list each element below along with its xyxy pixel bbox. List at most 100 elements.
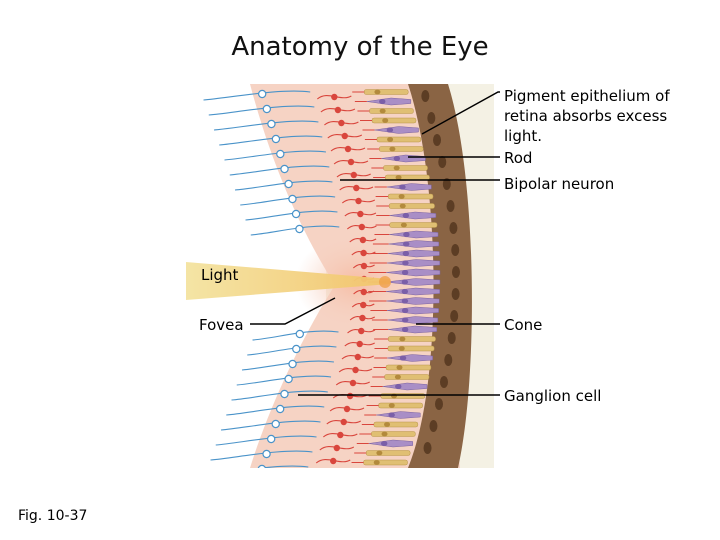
ganglion-axon (208, 105, 315, 116)
ganglion-axon (226, 405, 325, 416)
ganglion-axon (220, 420, 321, 431)
pigment-nucleus (446, 200, 455, 212)
pigment-cells (421, 90, 460, 454)
ganglion-axon (252, 330, 339, 341)
cone-nucleus (399, 184, 406, 190)
cone-cell (382, 382, 428, 391)
rod-nucleus (388, 403, 395, 408)
cone-nucleus (399, 355, 407, 361)
cone-nucleus (401, 307, 409, 314)
cone-cell (366, 97, 412, 106)
cone-nucleus (401, 279, 409, 285)
bipolar-soma (346, 392, 354, 400)
ganglion-axon (224, 150, 327, 161)
rod-cell (385, 174, 430, 181)
cone-cell (385, 278, 441, 286)
rod-nucleus (396, 365, 403, 370)
bipolar-soma (330, 457, 337, 465)
rod-nucleus (394, 374, 401, 380)
rod-cell (363, 89, 409, 95)
bipolar-soma (356, 340, 363, 348)
pigment-nucleus (429, 420, 438, 432)
rod-nucleus (400, 222, 407, 228)
bipolar-soma (347, 158, 355, 166)
ganglion-soma (288, 359, 297, 369)
ganglion-soma (271, 134, 281, 144)
ganglion-axon (234, 180, 333, 191)
ganglion-soma (284, 179, 293, 189)
cone-cell (386, 297, 440, 305)
rod-cell (388, 203, 435, 209)
ganglion-axon (219, 135, 323, 146)
rod-cell (384, 374, 430, 380)
bipolar-soma (355, 197, 362, 205)
rod-cell (363, 459, 408, 466)
cone-nucleus (402, 250, 410, 257)
cone-nucleus (395, 383, 402, 390)
ganglion-soma (288, 194, 297, 204)
bipolar-soma (352, 366, 359, 374)
pigment-nucleus (435, 398, 443, 410)
bipolar-soma (359, 314, 366, 322)
ganglion-axon (250, 225, 340, 236)
label-bipolar-neuron: Bipolar neuron (504, 175, 615, 193)
rod-nucleus (374, 89, 381, 95)
light-focus (379, 276, 391, 288)
cone-cell (387, 249, 440, 258)
ganglion-soma (276, 149, 285, 159)
rod-nucleus (395, 175, 402, 180)
diagram-title: Anatomy of the Eye (231, 32, 489, 62)
bipolar-soma (350, 171, 358, 179)
ganglion-soma (292, 344, 301, 354)
bipolar-soma (341, 132, 348, 140)
rod-nucleus (389, 146, 396, 152)
bipolar-soma (333, 444, 341, 452)
rod-nucleus (376, 450, 383, 456)
cone-nucleus (386, 127, 394, 133)
pigment-nucleus (451, 244, 460, 256)
pigment-nucleus (433, 134, 442, 146)
cone-nucleus (401, 288, 409, 295)
pigment-nucleus (423, 442, 432, 454)
bipolar-soma (344, 145, 352, 153)
cone-cell (388, 240, 440, 248)
cone-cell (389, 230, 439, 239)
cone-cell (386, 306, 439, 315)
rod-cell (378, 146, 424, 152)
rod-cell (387, 345, 435, 352)
rod-cell (383, 165, 428, 171)
pigment-nucleus (451, 266, 460, 278)
rod-nucleus (387, 137, 394, 142)
cone-cell (385, 287, 440, 296)
rod-nucleus (399, 203, 406, 209)
pigment-nucleus (449, 222, 458, 234)
rod-cell (365, 450, 411, 456)
ganglion-soma (275, 404, 285, 414)
bipolar-soma (353, 184, 360, 192)
pigment-nucleus (451, 288, 460, 300)
cone-nucleus (401, 269, 409, 276)
pigment-nucleus (421, 90, 430, 102)
rod-nucleus (379, 108, 386, 114)
ganglion-axon (247, 345, 337, 356)
ganglion-soma (280, 389, 289, 399)
ganglion-axon (231, 390, 328, 401)
cone-cell (386, 259, 441, 267)
ganglion-axon (236, 375, 332, 386)
leader-fovea (250, 297, 336, 325)
bipolar-soma (331, 93, 338, 101)
bipolar-soma (338, 119, 345, 127)
ganglion-soma (295, 329, 304, 339)
pigment-nucleus (438, 156, 447, 168)
ganglion-soma (267, 119, 276, 129)
rod-nucleus (384, 422, 391, 427)
ganglion-axon (240, 195, 336, 206)
rod-nucleus (399, 336, 406, 342)
ganglion-soma (266, 434, 276, 444)
bipolar-soma (359, 236, 367, 244)
leader-pigment (421, 91, 500, 135)
cone-cell (374, 126, 419, 134)
bipolar-soma (360, 288, 367, 296)
cone-cell (389, 211, 437, 220)
